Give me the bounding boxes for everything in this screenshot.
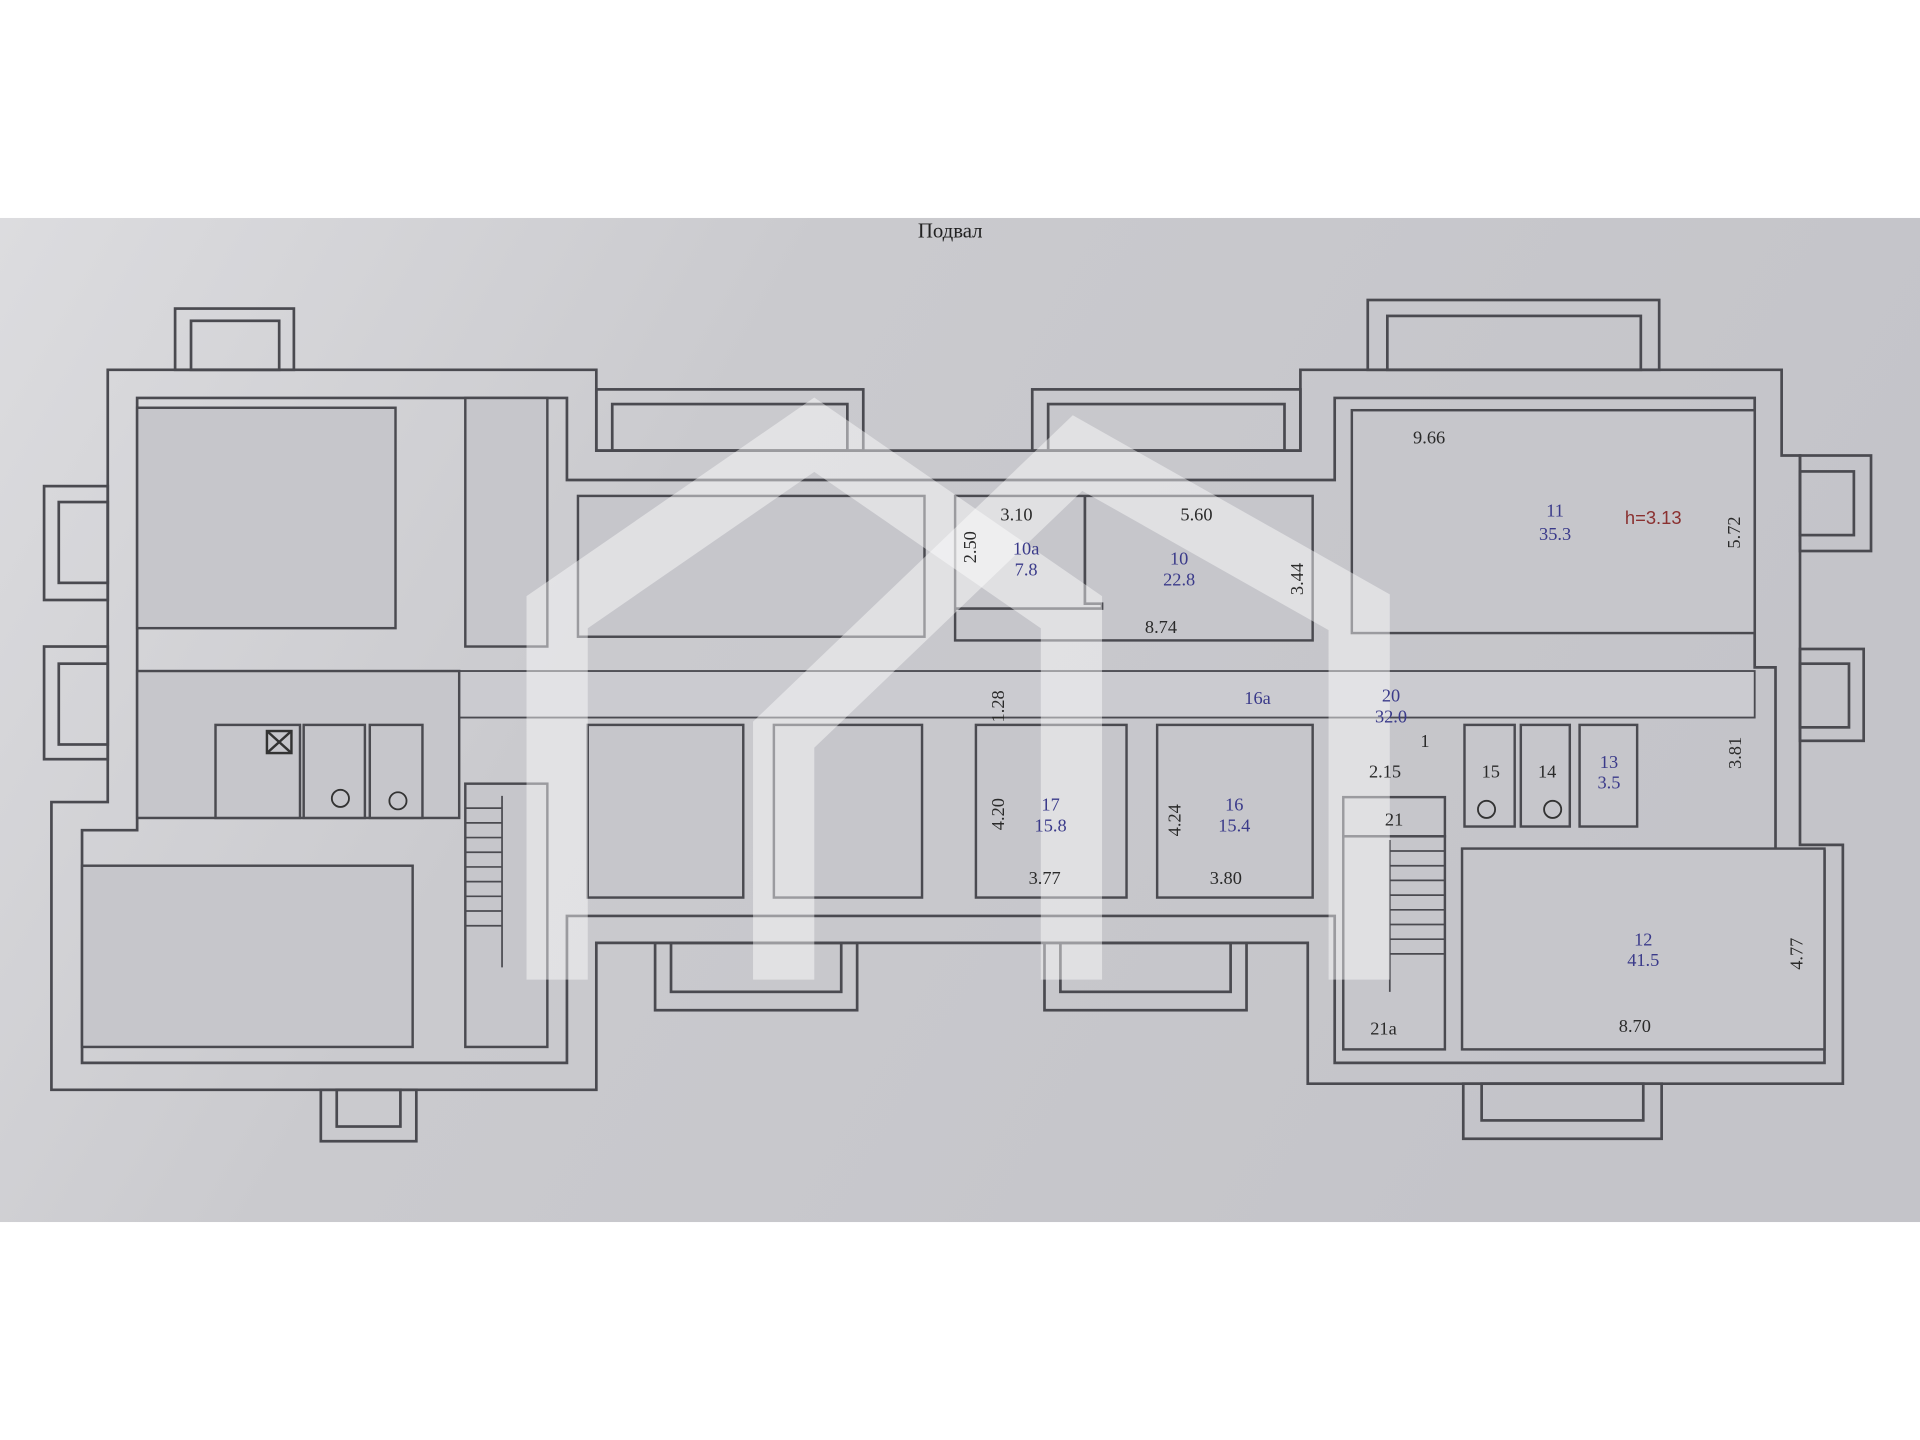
room-top-center [576,494,926,638]
room-lower-a [586,723,745,899]
dim-label: 5.60 [1180,504,1212,524]
wc-3 [368,723,424,820]
room-13 [1578,723,1639,828]
room-area: 41.5 [1627,950,1659,970]
room-lower-b [772,723,924,899]
wc-1 [214,723,302,820]
stair-left [464,782,549,1049]
dim-label: 8.74 [1145,617,1177,637]
room-area: 35.3 [1539,524,1571,544]
room-11 [1350,408,1756,635]
toilet-icon [1477,799,1497,819]
room-number: 15 [1482,762,1500,782]
vent-icon [265,729,293,755]
room-area: 22.8 [1163,569,1195,589]
toilet-icon [1543,799,1563,819]
room-number: 16a [1244,688,1271,708]
room-number: 20 [1382,686,1400,706]
room-10 [953,494,1314,642]
room-number: 21 [1385,809,1403,829]
room-number: 16 [1225,795,1243,815]
room-number: 10 [1170,548,1188,568]
room-lower-left [80,864,414,1049]
toilet-icon [388,791,408,811]
dim-label: 9.66 [1413,427,1445,447]
room-16 [1155,723,1314,899]
dim-label: 3.44 [1287,563,1307,595]
dim-label: 3.77 [1029,868,1061,888]
dim-label: 4.20 [988,798,1008,830]
room-area: 32.0 [1375,706,1407,726]
rooms [80,396,1826,1051]
dim-label: 5.72 [1724,516,1744,548]
room-number: 17 [1041,795,1059,815]
watermark-logo [526,397,1390,980]
room-21a [1342,835,1447,1051]
dim-label: 2.50 [960,531,980,563]
dim-label: 1 [1420,731,1429,751]
room-area: 15.8 [1035,815,1067,835]
dim-label: 8.70 [1619,1016,1651,1036]
labels: 3.10 5.60 2.50 3.44 8.74 10a 7.8 10 22.8… [960,427,1807,1038]
room-area: 3.5 [1598,773,1621,793]
dim-label: 3.80 [1210,868,1242,888]
room-21 [1342,795,1447,838]
dim-label: 2.15 [1369,762,1401,782]
room-area: 15.4 [1218,815,1250,835]
dim-label: 4.24 [1164,804,1184,836]
room-number: 12 [1634,929,1652,949]
toilet-icon [330,788,350,808]
room-number: 10a [1013,539,1040,559]
room-15 [1463,723,1516,828]
room-narrow [464,396,549,648]
room-number: 11 [1546,501,1564,521]
dim-label: 1.28 [988,690,1008,722]
room-number: 14 [1538,762,1556,782]
ceiling-height: h=3.13 [1625,507,1682,528]
dim-label: 4.77 [1786,938,1806,970]
stairs-right [1388,840,1445,992]
room-top-left [135,406,397,630]
plan-title: Подвал [918,219,983,243]
room-area: 7.8 [1015,560,1038,580]
room-12 [1460,847,1826,1051]
room-number: 21a [1370,1019,1397,1039]
room-17 [974,723,1128,899]
dim-label: 3.10 [1000,504,1032,524]
wc-2 [302,723,367,820]
stairs-left [465,795,503,968]
dim-label: 3.81 [1725,737,1745,769]
room-number: 13 [1600,752,1618,772]
